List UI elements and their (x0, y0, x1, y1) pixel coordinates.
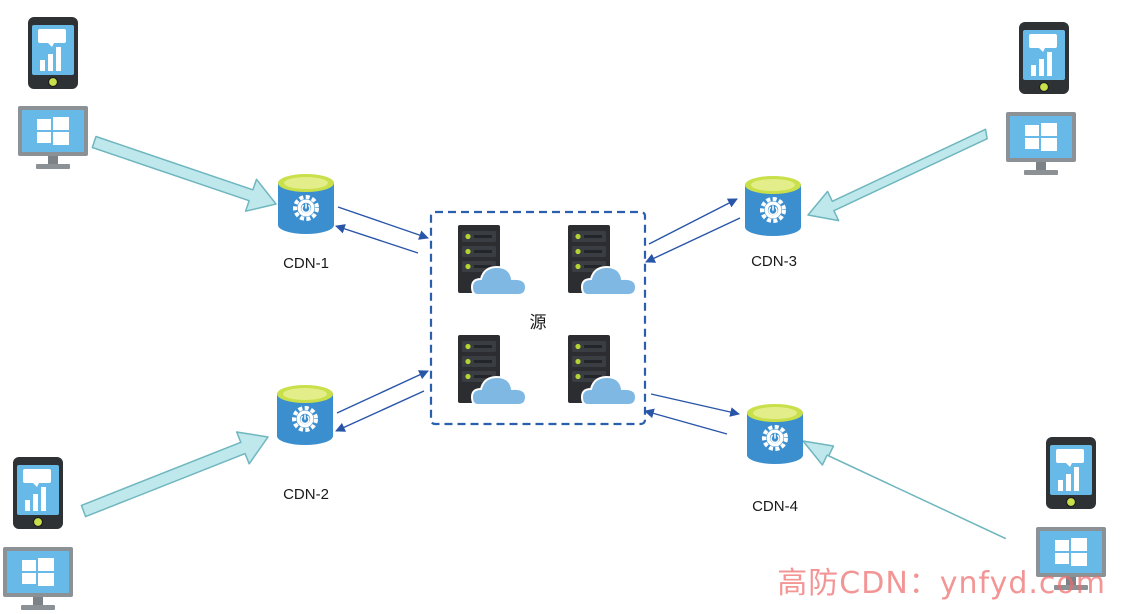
cdn-3-label: CDN-3 (751, 253, 797, 270)
windows-desktop-icon (3, 547, 73, 610)
database-gear-icon (275, 383, 335, 447)
cdn-4-label: CDN-4 (752, 498, 798, 515)
smartphone-icon (27, 16, 79, 90)
server-cloud-icon (457, 224, 527, 296)
cdn-4-to-origin-arrow (644, 408, 728, 435)
database-gear-icon (743, 174, 803, 238)
cdn-2-label: CDN-2 (283, 486, 329, 503)
client-flow-arrow-to-cdn-1 (91, 135, 277, 212)
smartphone-icon (1045, 436, 1097, 510)
client-flow-arrow-to-cdn-2 (80, 431, 269, 518)
origin-group-box (429, 210, 647, 426)
smartphone-icon (12, 456, 64, 530)
origin-to-cdn-1-arrow (335, 224, 419, 254)
cdn-3-to-origin-arrow (645, 217, 741, 263)
client-flow-arrow-to-cdn-4 (802, 440, 1007, 540)
origin-label: 源 (530, 313, 547, 333)
server-cloud-icon (567, 334, 637, 406)
cdn-1-label: CDN-1 (283, 255, 329, 272)
windows-desktop-icon (1006, 112, 1076, 175)
database-gear-icon (276, 172, 336, 236)
cdn-2-to-origin-arrow (336, 370, 429, 414)
server-cloud-icon (567, 224, 637, 296)
server-cloud-icon (457, 334, 527, 406)
smartphone-icon (1018, 21, 1070, 95)
watermark-text: 高防CDN：ynfyd.com (777, 566, 1106, 601)
windows-desktop-icon (18, 106, 88, 169)
origin-to-cdn-3-arrow (648, 198, 738, 245)
database-gear-icon (745, 402, 805, 466)
client-flow-arrow-to-cdn-3 (807, 128, 988, 222)
origin-to-cdn-2-arrow (335, 390, 425, 432)
origin-to-cdn-4-arrow (650, 393, 740, 417)
cdn-1-to-origin-arrow (337, 206, 429, 240)
